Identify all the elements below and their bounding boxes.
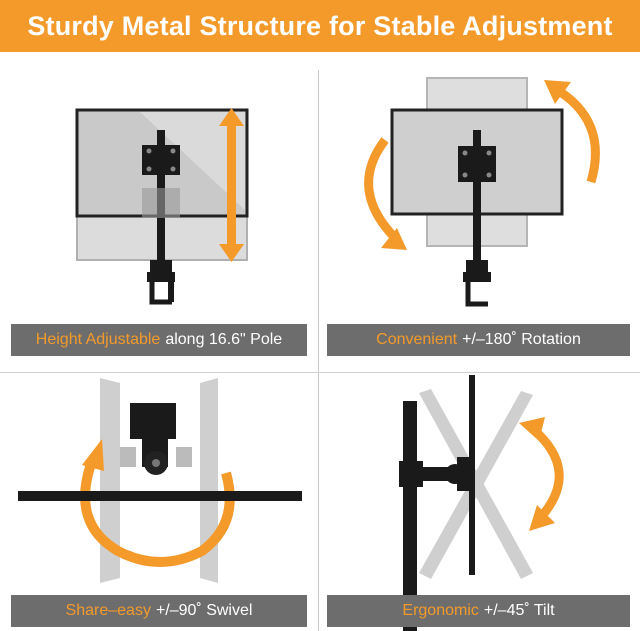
pole bbox=[403, 401, 417, 631]
panel-tilt: Ergonomic +/–45˚ Tilt bbox=[319, 373, 640, 631]
monitor-ghost-left bbox=[100, 378, 120, 583]
horizontal-divider bbox=[0, 372, 640, 373]
tilt-arrow-icon bbox=[519, 417, 564, 531]
vesa-mount bbox=[130, 403, 176, 439]
caption-rotation: Convenient +/–180˚ Rotation bbox=[327, 324, 630, 356]
tilt-illustration bbox=[399, 375, 564, 631]
header-banner: Sturdy Metal Structure for Stable Adjust… bbox=[0, 0, 640, 52]
caption-height: Height Adjustable along 16.6" Pole bbox=[11, 324, 307, 356]
caption-text: +/–90˚ Swivel bbox=[155, 602, 253, 619]
page-title: Sturdy Metal Structure for Stable Adjust… bbox=[27, 10, 613, 41]
swivel-arrow-icon bbox=[80, 439, 235, 567]
monitor-ghost-b bbox=[419, 391, 533, 579]
up-down-arrow-icon bbox=[219, 108, 244, 262]
caption-tilt: Ergonomic +/–45˚ Tilt bbox=[327, 595, 630, 627]
caption-text: +/–180˚ Rotation bbox=[462, 331, 581, 348]
rotation-illustration bbox=[364, 77, 600, 307]
panel-rotation: Convenient +/–180˚ Rotation bbox=[319, 70, 640, 372]
height-adjust-illustration bbox=[75, 108, 249, 305]
pole bbox=[473, 130, 481, 280]
swivel-illustration bbox=[18, 378, 302, 583]
vertical-divider bbox=[318, 70, 319, 631]
monitor-ghost-right bbox=[200, 378, 218, 583]
caption-highlight: Height Adjustable bbox=[35, 331, 161, 348]
caption-highlight: Convenient bbox=[376, 331, 458, 348]
monitor-top-view bbox=[18, 491, 302, 501]
caption-swivel: Share–easy +/–90˚ Swivel bbox=[11, 595, 307, 627]
rotate-arrows-icon bbox=[364, 80, 600, 250]
desk-clamp bbox=[465, 282, 488, 307]
caption-text: +/–45˚ Tilt bbox=[483, 602, 555, 619]
caption-text: along 16.6" Pole bbox=[165, 331, 283, 348]
caption-highlight: Share–easy bbox=[65, 602, 151, 619]
caption-highlight: Ergonomic bbox=[402, 602, 479, 619]
panel-swivel: Share–easy +/–90˚ Swivel bbox=[0, 373, 318, 631]
panel-height: Height Adjustable along 16.6" Pole bbox=[0, 70, 318, 372]
desk-clamp bbox=[149, 282, 172, 305]
monitor-side-view bbox=[469, 375, 475, 575]
